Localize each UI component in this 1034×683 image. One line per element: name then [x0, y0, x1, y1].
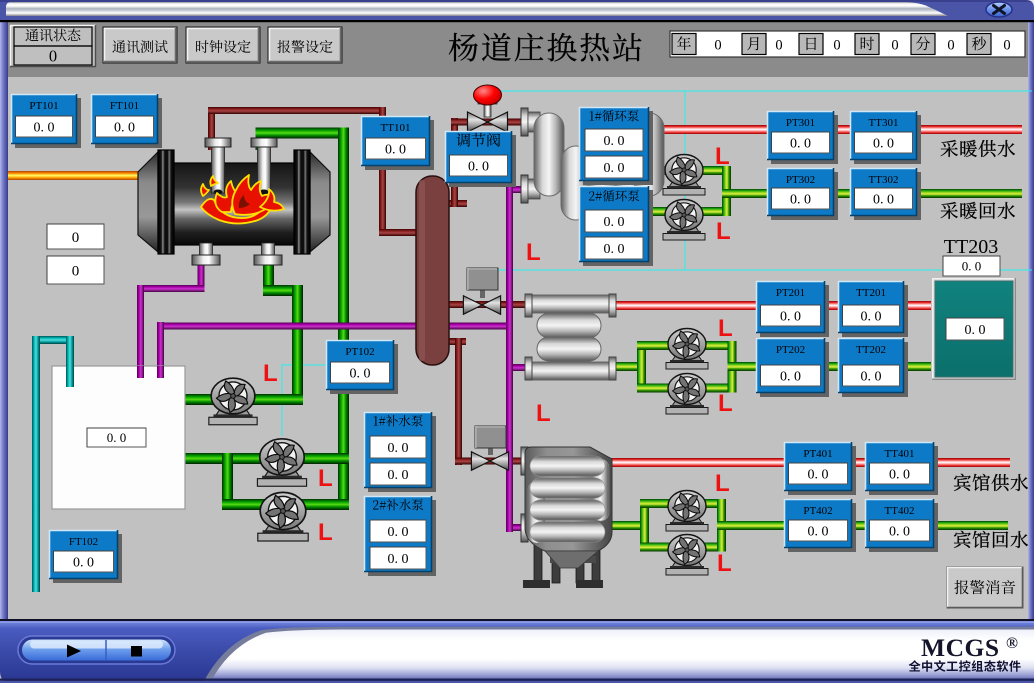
- svg-text:0: 0: [775, 38, 782, 54]
- svg-text:TT202: TT202: [856, 344, 886, 356]
- svg-text:MCGS: MCGS: [921, 633, 1000, 662]
- svg-text:®: ®: [1006, 635, 1018, 652]
- svg-text:L: L: [536, 400, 551, 427]
- svg-text:0. 0: 0. 0: [34, 120, 55, 135]
- svg-text:FT101: FT101: [110, 100, 139, 112]
- svg-text:0. 0: 0. 0: [388, 552, 409, 567]
- svg-text:0. 0: 0. 0: [468, 159, 489, 174]
- svg-text:PT301: PT301: [786, 117, 815, 129]
- svg-text:L: L: [263, 360, 278, 387]
- svg-text:0. 0: 0. 0: [965, 323, 986, 338]
- svg-text:TT203: TT203: [944, 236, 998, 258]
- svg-text:L: L: [318, 465, 333, 492]
- svg-text:0. 0: 0. 0: [790, 136, 811, 151]
- svg-text:0: 0: [72, 230, 80, 246]
- svg-text:0. 0: 0. 0: [889, 524, 910, 539]
- svg-text:0. 0: 0. 0: [808, 524, 829, 539]
- svg-text:0: 0: [49, 47, 57, 66]
- svg-text:0. 0: 0. 0: [889, 467, 910, 482]
- svg-text:0: 0: [714, 38, 721, 54]
- svg-text:L: L: [718, 390, 733, 417]
- svg-text:TT401: TT401: [885, 448, 915, 460]
- svg-text:PT202: PT202: [776, 344, 805, 356]
- svg-text:TT302: TT302: [869, 174, 899, 186]
- svg-text:TT301: TT301: [869, 117, 899, 129]
- svg-text:TT101: TT101: [381, 122, 411, 134]
- svg-text:L: L: [717, 550, 732, 577]
- svg-text:0. 0: 0. 0: [388, 441, 409, 456]
- svg-text:0. 0: 0. 0: [873, 136, 894, 151]
- svg-text:0: 0: [72, 263, 80, 279]
- svg-text:0. 0: 0. 0: [114, 120, 135, 135]
- svg-text:0: 0: [891, 38, 898, 54]
- svg-text:0: 0: [1003, 38, 1010, 54]
- svg-text:L: L: [716, 218, 731, 245]
- svg-text:FT102: FT102: [69, 536, 98, 548]
- svg-text:PT201: PT201: [776, 287, 805, 299]
- svg-text:TT201: TT201: [856, 287, 886, 299]
- svg-text:PT102: PT102: [345, 346, 374, 358]
- svg-text:L: L: [526, 239, 541, 266]
- svg-text:L: L: [715, 143, 730, 170]
- svg-text:0. 0: 0. 0: [604, 215, 625, 230]
- svg-text:0. 0: 0. 0: [780, 309, 801, 324]
- svg-text:0. 0: 0. 0: [604, 242, 625, 257]
- svg-text:L: L: [718, 315, 733, 342]
- svg-text:0. 0: 0. 0: [780, 369, 801, 384]
- svg-text:0: 0: [947, 38, 954, 54]
- svg-text:0. 0: 0. 0: [861, 309, 882, 324]
- svg-text:0. 0: 0. 0: [385, 142, 406, 157]
- svg-text:0. 0: 0. 0: [350, 366, 371, 381]
- svg-text:L: L: [318, 519, 333, 546]
- svg-text:PT302: PT302: [786, 174, 815, 186]
- svg-text:0. 0: 0. 0: [790, 192, 811, 207]
- svg-text:0: 0: [833, 38, 840, 54]
- svg-text:PT401: PT401: [803, 448, 832, 460]
- svg-text:PT402: PT402: [803, 505, 832, 517]
- svg-text:0. 0: 0. 0: [388, 468, 409, 483]
- svg-text:0. 0: 0. 0: [604, 134, 625, 149]
- svg-text:0. 0: 0. 0: [107, 430, 127, 445]
- svg-text:L: L: [715, 470, 730, 497]
- svg-text:0. 0: 0. 0: [873, 192, 894, 207]
- svg-text:TT402: TT402: [885, 505, 915, 517]
- svg-text:0. 0: 0. 0: [808, 467, 829, 482]
- svg-text:0. 0: 0. 0: [388, 525, 409, 540]
- svg-text:PT101: PT101: [29, 100, 58, 112]
- svg-text:0. 0: 0. 0: [73, 555, 94, 570]
- svg-text:0. 0: 0. 0: [861, 369, 882, 384]
- svg-text:0. 0: 0. 0: [962, 259, 982, 274]
- svg-text:0. 0: 0. 0: [604, 161, 625, 176]
